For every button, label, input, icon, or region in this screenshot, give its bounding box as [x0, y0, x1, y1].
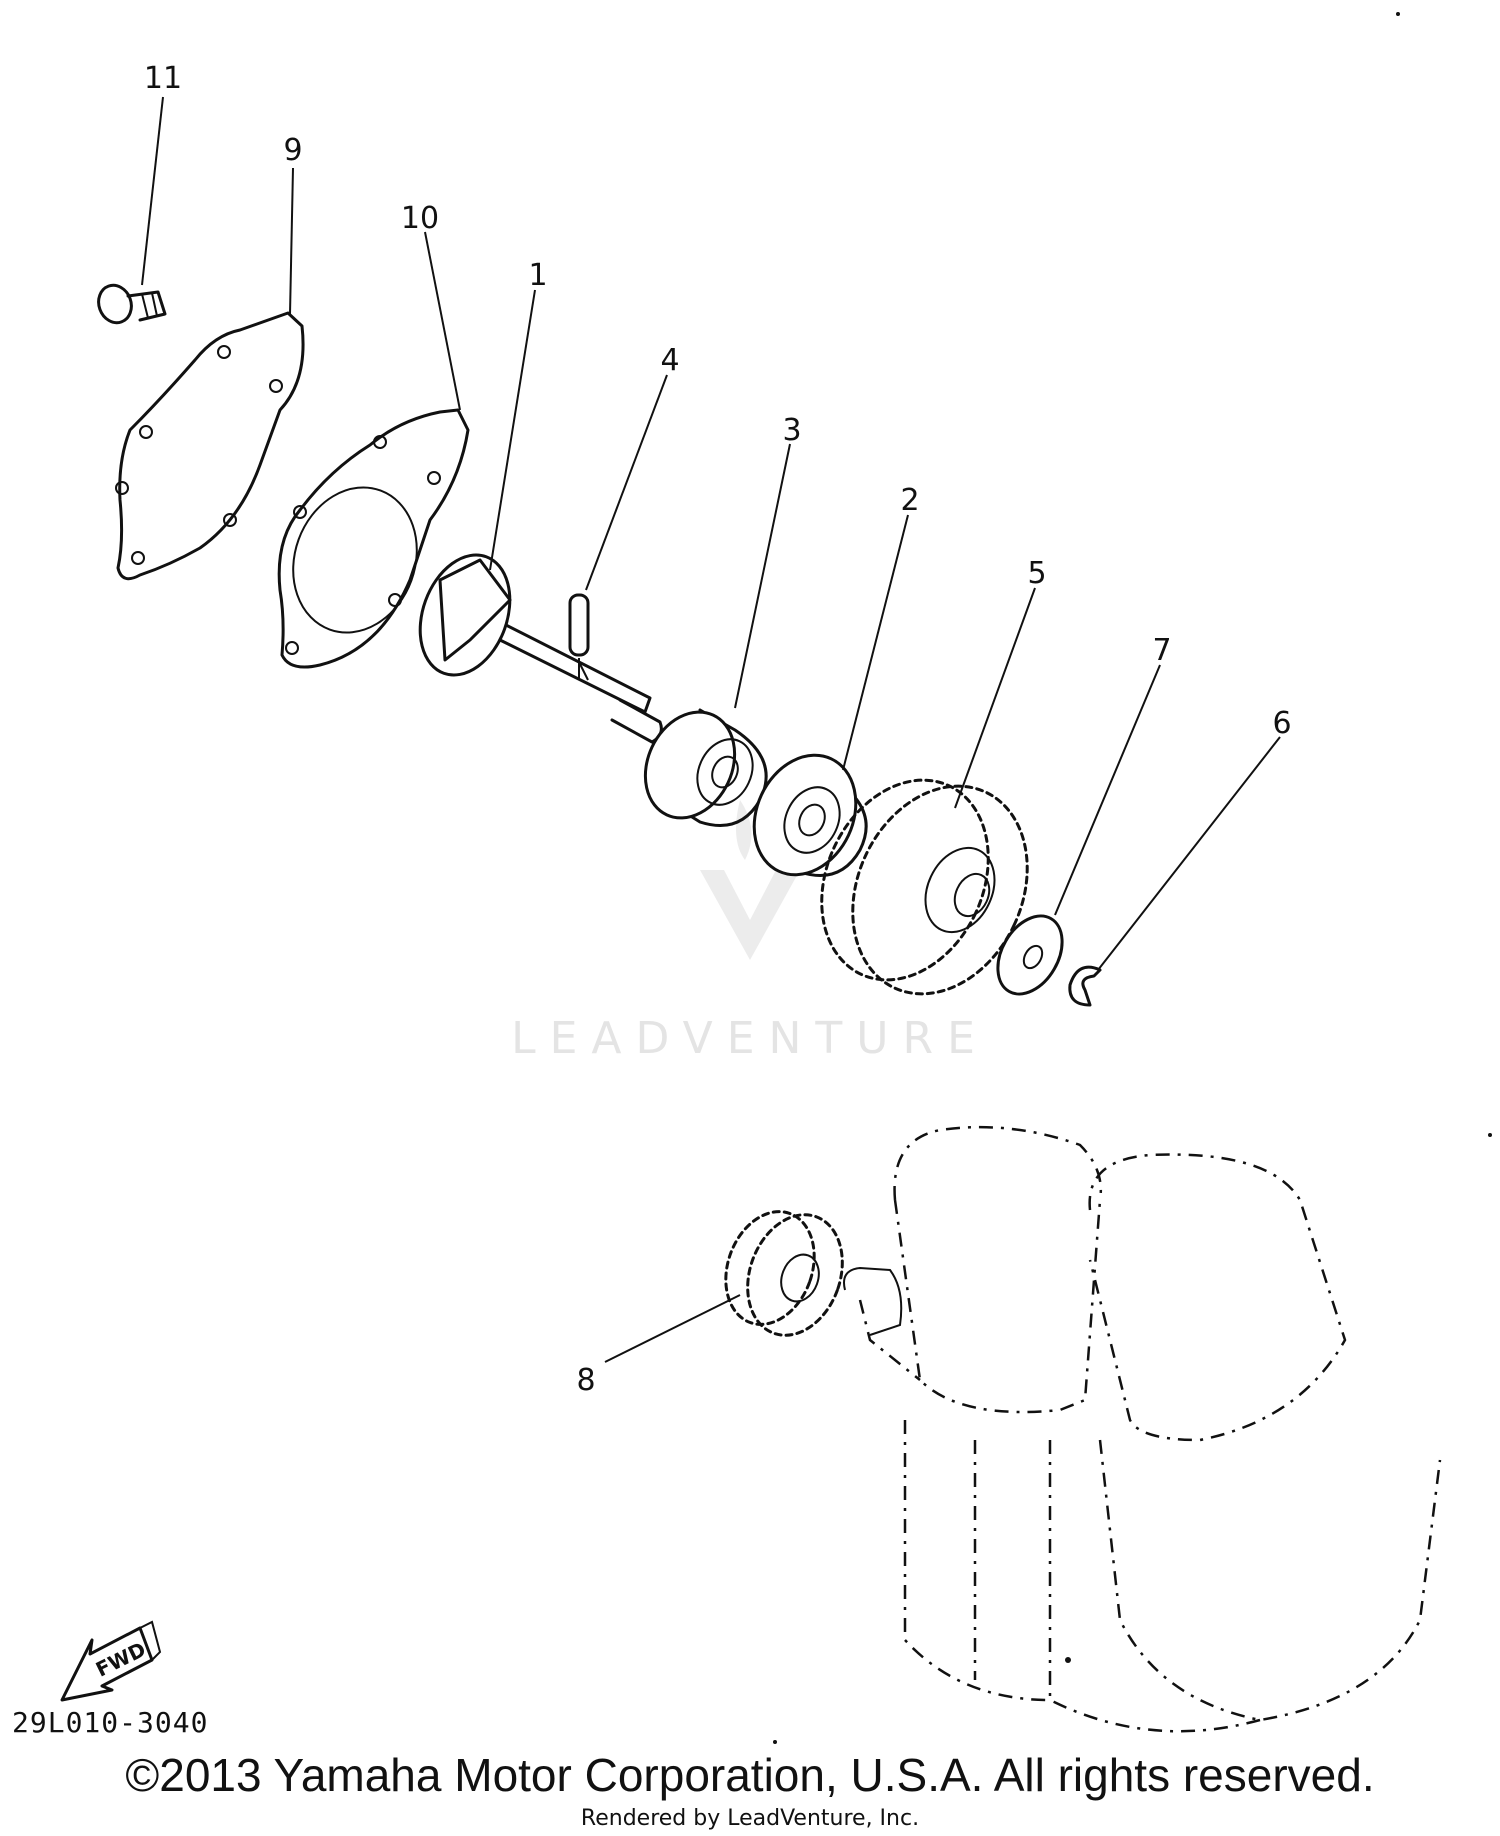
diagram-code: 29L010-3040 [12, 1706, 209, 1739]
part-1-impeller-shaft [418, 553, 663, 744]
part-4-pin [568, 593, 590, 680]
part-5-gear [820, 778, 1029, 996]
watermark-text: LEADVENTURE [511, 1013, 989, 1064]
crankshaft-reference [843, 1125, 1442, 1733]
callout-3: 3 [782, 413, 801, 448]
part-10-gasket [277, 408, 470, 669]
callout-1: 1 [528, 258, 547, 293]
fwd-arrow-icon: FWD [60, 1620, 162, 1702]
part-2-bearing [752, 753, 868, 877]
callout-8: 8 [576, 1363, 595, 1398]
part-9-cover [115, 311, 305, 581]
callout-numbers: 11 9 10 1 4 3 2 5 7 6 8 [144, 61, 1292, 1398]
callout-6: 6 [1272, 706, 1291, 741]
callout-10: 10 [401, 201, 439, 236]
part-8-drive-gear [724, 1210, 844, 1337]
callout-9: 9 [283, 133, 302, 168]
callout-4: 4 [660, 343, 679, 378]
part-7-washer [996, 914, 1064, 996]
callout-2: 2 [900, 483, 919, 518]
part-6-clip [1068, 965, 1102, 1007]
leadventure-watermark: LEADVENTURE [511, 800, 989, 1064]
leader-lines [141, 96, 1281, 1363]
callout-5: 5 [1027, 556, 1046, 591]
copyright-notice: ©2013 Yamaha Motor Corporation, U.S.A. A… [125, 1749, 1375, 1801]
callout-7: 7 [1152, 633, 1171, 668]
part-3-bearing [643, 708, 768, 827]
callout-11: 11 [144, 61, 182, 96]
part-11-bolt [97, 283, 167, 325]
rendered-by-credit: Rendered by LeadVenture, Inc. [580, 1806, 920, 1831]
